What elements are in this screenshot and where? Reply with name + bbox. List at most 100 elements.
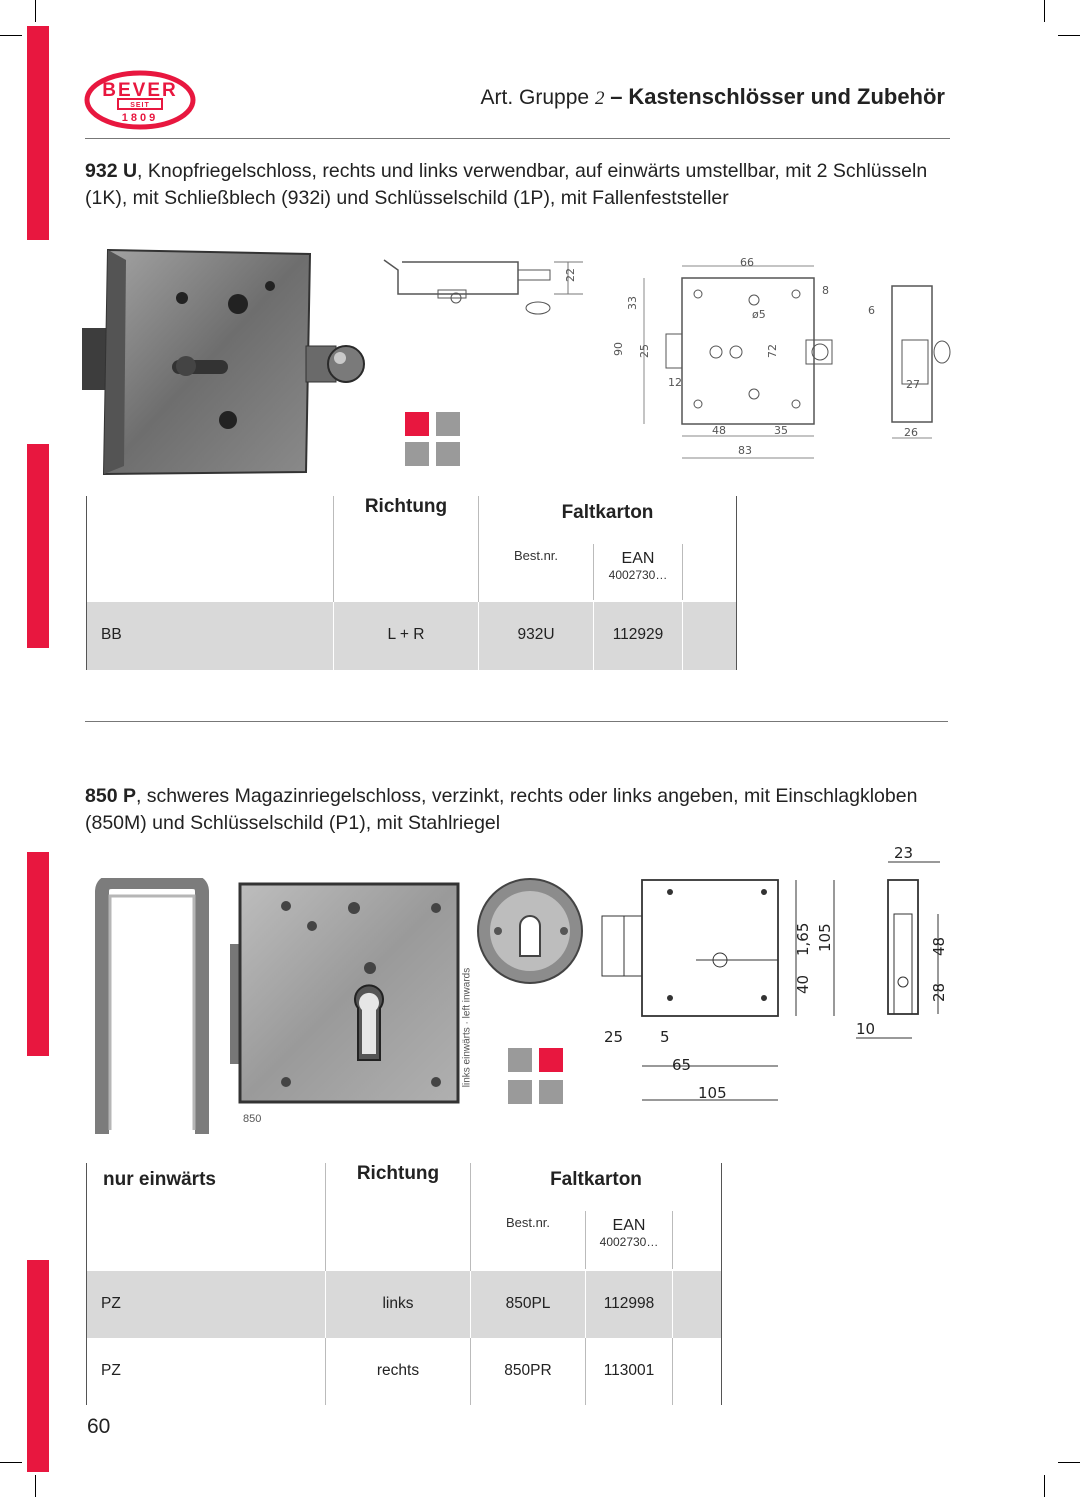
product-table: nur einwärts Richtung Faltkarton Best.nr…: [86, 1163, 722, 1405]
table-header-bestnr: Best.nr.: [505, 1215, 551, 1230]
crop-mark: [35, 0, 36, 22]
dim-label: 48: [930, 937, 948, 956]
direction-note: links einwärts · left inwards: [461, 967, 473, 1088]
table-header-faltkarton-group: Faltkarton Best.nr. EAN 4002730…: [470, 1163, 722, 1271]
product-table: Richtung Faltkarton Best.nr. EAN 4002730…: [86, 496, 737, 670]
table-header-ean-prefix: 4002730…: [608, 568, 668, 582]
page-title: Art. Gruppe 2 – Kastenschlösser und Zube…: [481, 84, 945, 110]
dim-label: 12: [668, 376, 682, 389]
side-bar: [27, 26, 49, 240]
table-header-ean-prefix: 4002730…: [599, 1235, 659, 1249]
header-rule: [85, 138, 950, 139]
dim-label: 83: [738, 444, 752, 457]
crop-mark: [0, 35, 22, 36]
table-header-ean: EAN: [621, 550, 655, 567]
row-ean: 113001: [585, 1338, 673, 1405]
dim-label: 1,65: [794, 923, 812, 956]
dim-label: 6: [868, 304, 875, 317]
table-header-faltkarton: Faltkarton: [561, 502, 654, 523]
table-header-ean: EAN: [612, 1217, 646, 1234]
dim-label: 26: [904, 426, 918, 439]
table-header-label: nur einwärts: [86, 1163, 326, 1271]
cylinder-icon: [436, 412, 460, 436]
row-empty: [682, 602, 737, 670]
dim-label: 25: [604, 1028, 623, 1046]
dim-label: 27: [906, 378, 920, 391]
group-title: Kastenschlösser und Zubehör: [628, 84, 945, 109]
row-label: PZ: [86, 1271, 326, 1338]
photo-caption: 850: [243, 1113, 262, 1125]
dim-label: 90: [612, 342, 625, 356]
dim-label: 5: [660, 1028, 670, 1046]
dim-label: 8: [822, 284, 829, 297]
group-dash: –: [610, 84, 623, 109]
table-header-label: [86, 496, 334, 602]
technical-drawing-profile: 6 27 26: [868, 285, 951, 439]
technical-drawing-side: 22: [383, 259, 583, 315]
product-text: , schweres Magazinriegelschloss, verzink…: [85, 785, 918, 834]
product-code: 932 U: [85, 160, 138, 182]
page-number: 60: [87, 1415, 111, 1438]
technical-drawing-profile: 23 48 28 10: [856, 844, 948, 1039]
dim-label: 28: [930, 983, 948, 1002]
row-empty: [672, 1338, 722, 1405]
lock-photo: [230, 882, 460, 1104]
logo-seit: SEIT: [130, 102, 150, 109]
dim-label: 25: [638, 344, 651, 358]
row-richtung: rechts: [325, 1338, 471, 1405]
mortise-icon: [405, 442, 429, 466]
dim-label: 105: [698, 1084, 727, 1102]
dim-label: 66: [740, 256, 754, 269]
key-icon: [405, 412, 429, 436]
dim-label: 10: [856, 1020, 875, 1038]
product-code: 850 P: [85, 785, 136, 807]
side-bar: [27, 444, 49, 648]
dim-label: 22: [564, 268, 577, 282]
table-header-richtung: Richtung: [325, 1163, 471, 1271]
cylinder-icon: [539, 1048, 563, 1072]
technical-drawing-front: 66 8 33 ø5 90 25 72 12 48 35 83: [612, 256, 833, 459]
product-description: 850 P, schweres Magazinriegelschloss, ve…: [85, 783, 965, 837]
table-header-ean-cell: EAN 4002730…: [585, 1211, 673, 1269]
crop-mark: [0, 1462, 22, 1463]
dim-label: 40: [794, 975, 812, 994]
side-bar: [27, 1260, 49, 1472]
dim-label: 35: [774, 424, 788, 437]
table-header-bestnr: Best.nr.: [513, 548, 559, 563]
row-label: PZ: [86, 1338, 326, 1405]
dim-label: 65: [672, 1056, 691, 1074]
crop-mark: [1044, 0, 1045, 22]
bever-logo: BEVER SEIT 1809: [84, 70, 196, 130]
technical-drawing-front: 1,65 105 40 25 5 65 105: [601, 879, 835, 1102]
box-icon: [539, 1080, 563, 1104]
row-bestnr: 932U: [478, 602, 594, 670]
dim-label: ø5: [752, 308, 766, 321]
table-header-ean-cell: EAN 4002730…: [593, 544, 683, 600]
section-divider: [85, 721, 948, 722]
row-bestnr: 850PR: [470, 1338, 586, 1405]
row-richtung: links: [325, 1271, 471, 1338]
dim-label: 105: [816, 923, 834, 952]
table-header-faltkarton-group: Faltkarton Best.nr. EAN 4002730…: [478, 496, 737, 602]
crop-mark: [1044, 1475, 1045, 1497]
dim-label: 33: [626, 296, 639, 310]
dim-label: 72: [766, 344, 779, 358]
table-row: PZ links 850PL 112998: [86, 1271, 722, 1338]
group-number: 2: [594, 88, 605, 109]
row-ean: 112998: [585, 1271, 673, 1338]
box-icon: [436, 442, 460, 466]
dim-label: 48: [712, 424, 726, 437]
row-richtung: L + R: [333, 602, 479, 670]
crop-mark: [1058, 1462, 1080, 1463]
side-bar: [27, 852, 49, 1056]
table-row: BB L + R 932U 112929: [86, 602, 737, 670]
dim-label: 23: [894, 844, 913, 862]
logo-year: 1809: [122, 112, 158, 124]
table-header-faltkarton: Faltkarton: [550, 1169, 642, 1190]
logo-brand: BEVER: [102, 80, 177, 101]
table-row: PZ rechts 850PR 113001: [86, 1338, 722, 1405]
product-description: 932 U, Knopfriegelschloss, rechts und li…: [85, 158, 965, 212]
row-label: BB: [86, 602, 334, 670]
crop-mark: [1058, 35, 1080, 36]
crop-mark: [35, 1475, 36, 1497]
